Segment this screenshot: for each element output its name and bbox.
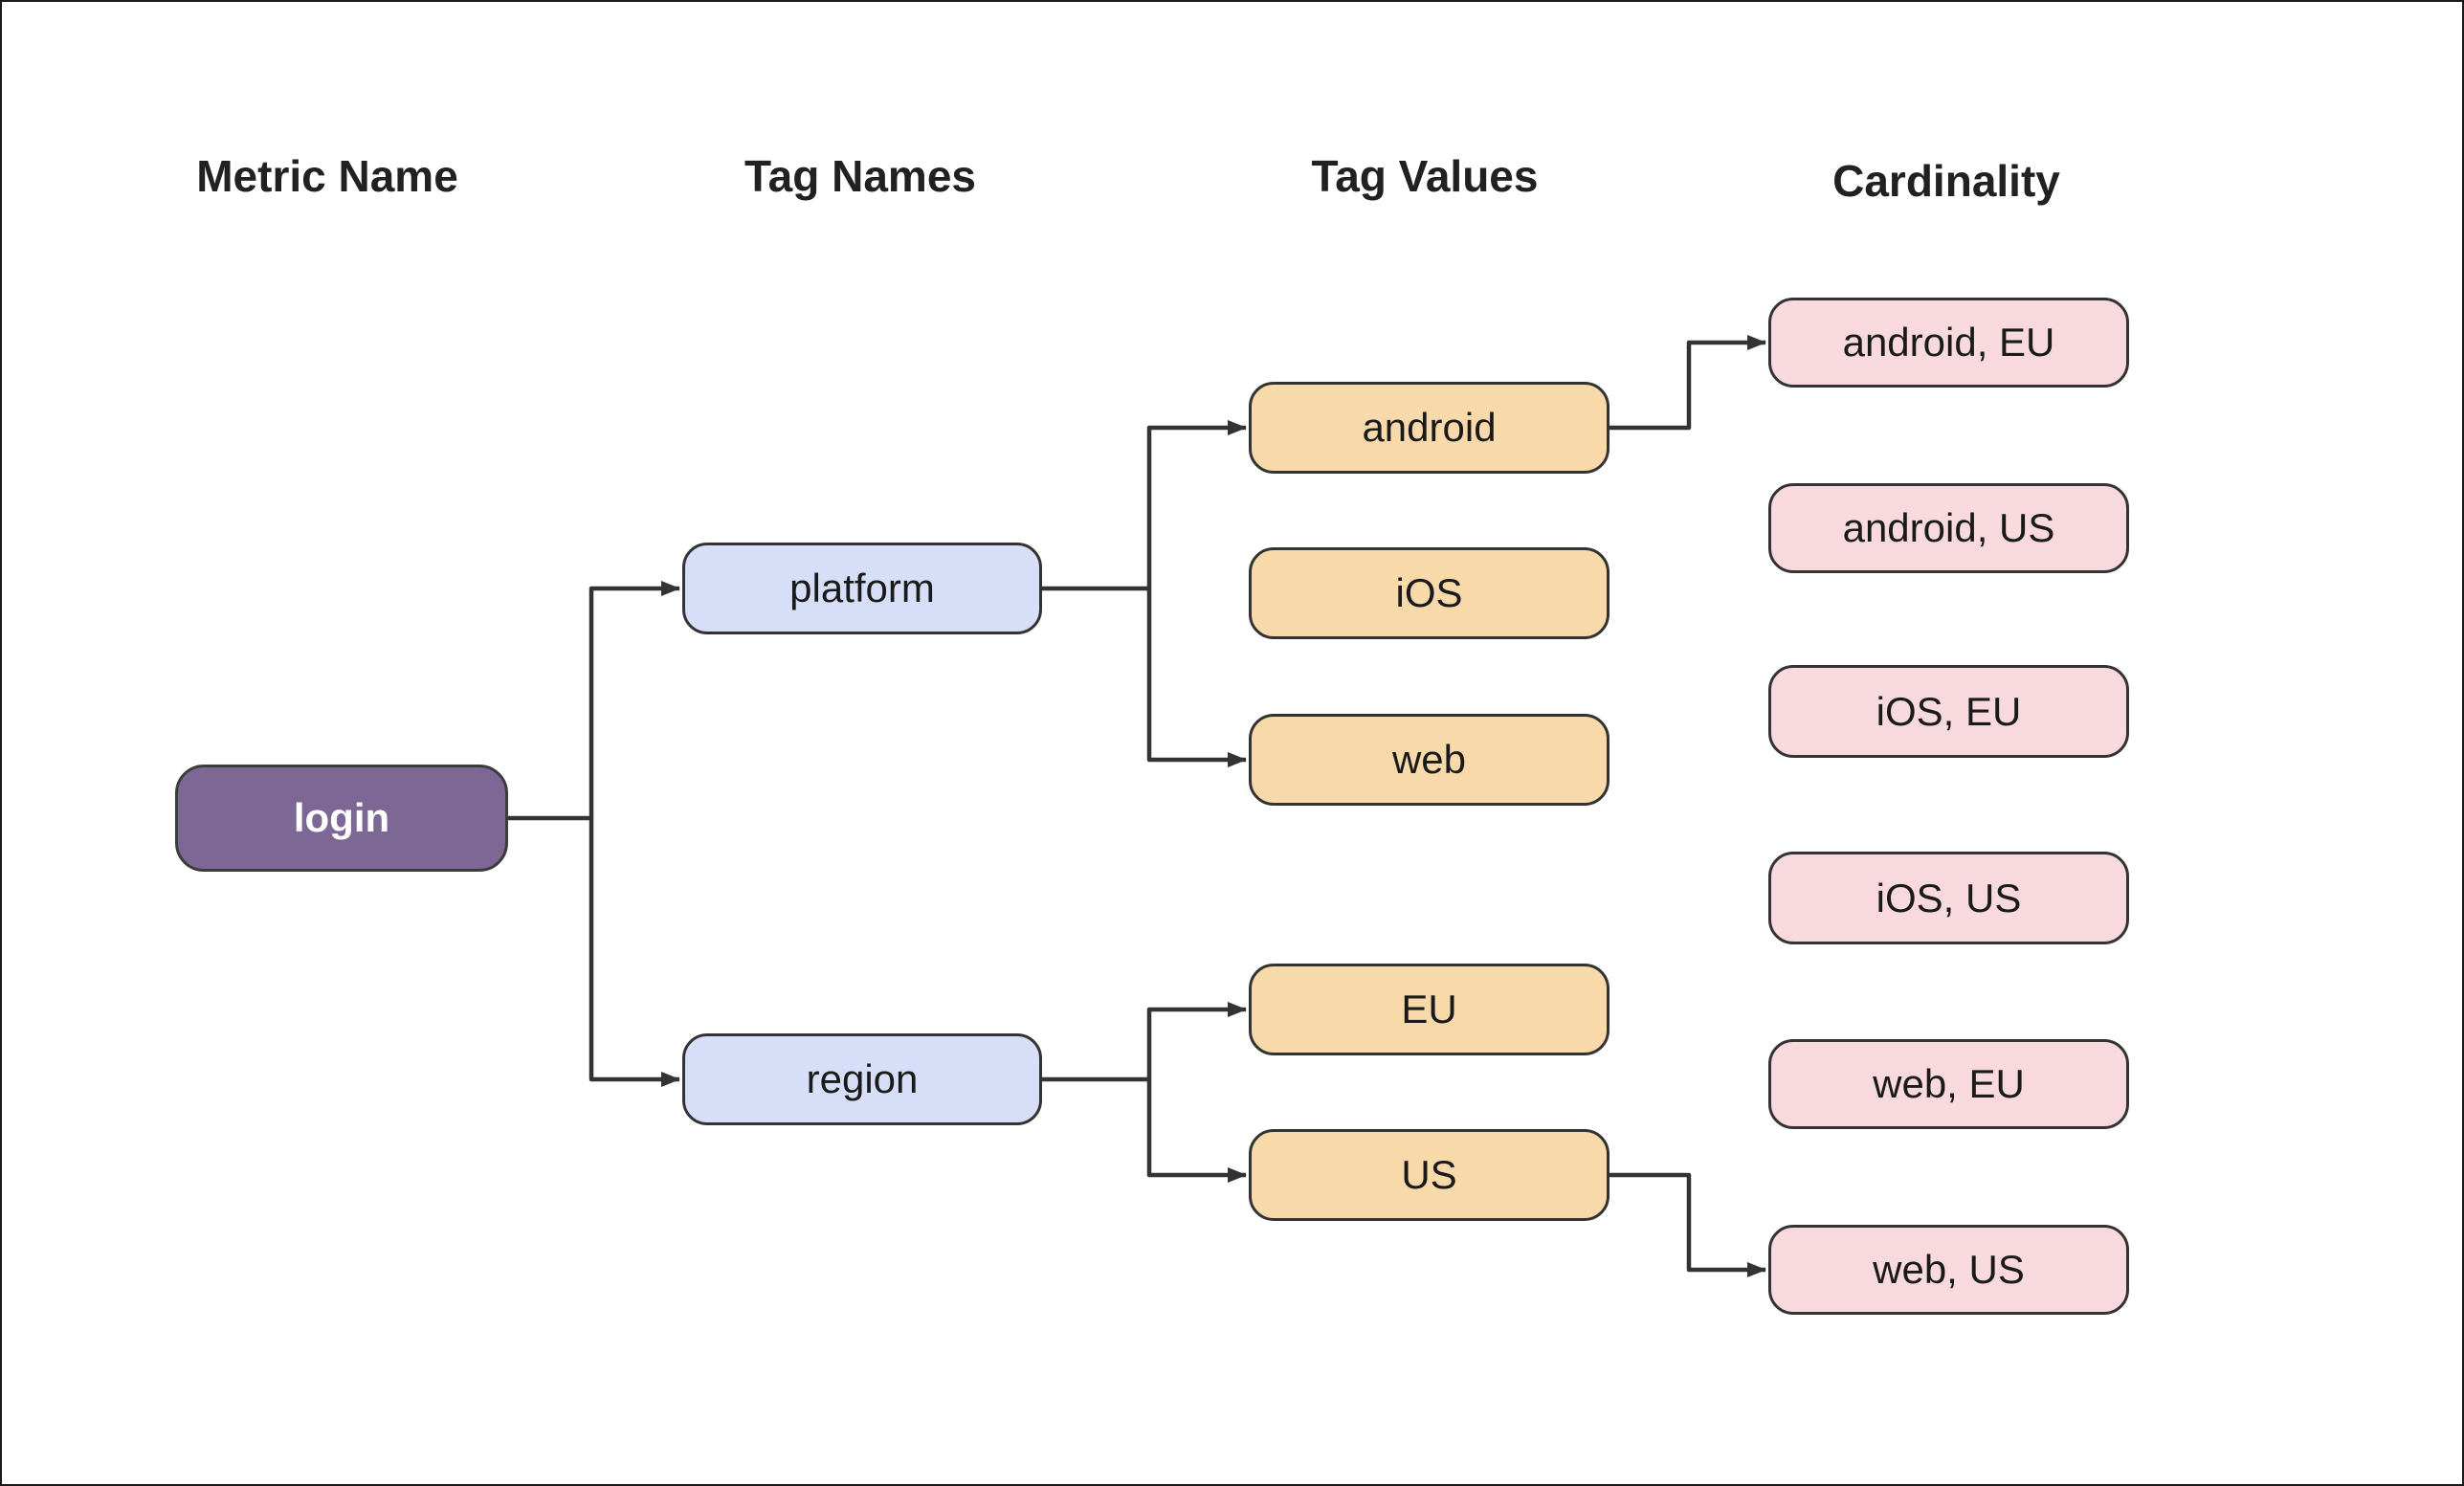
node-android: android: [1249, 382, 1609, 474]
column-header-tag-names: Tag Names: [744, 151, 977, 201]
node-ios-eu: iOS, EU: [1768, 665, 2129, 758]
edge-login-region: [588, 818, 680, 1087]
node-ios-us: iOS, US: [1768, 852, 2129, 944]
node-region: region: [682, 1033, 1042, 1125]
node-platform: platform: [682, 543, 1042, 634]
edge-region-us: [1146, 1079, 1247, 1183]
node-login: login: [175, 765, 508, 872]
node-ios: iOS: [1249, 547, 1609, 639]
edge-login-platform: [508, 581, 680, 821]
node-web-eu: web, EU: [1768, 1039, 2129, 1129]
column-header-tag-values: Tag Values: [1311, 151, 1539, 201]
node-us: US: [1249, 1129, 1609, 1221]
node-web-us: web, US: [1768, 1225, 2129, 1315]
column-header-metric-name: Metric Name: [196, 151, 458, 201]
edge-android-android-eu: [1609, 335, 1766, 431]
column-header-cardinality: Cardinality: [1832, 156, 2060, 206]
node-android-eu: android, EU: [1768, 298, 2129, 388]
edge-platform-android: [1042, 420, 1247, 591]
edge-region-eu: [1042, 1002, 1247, 1082]
node-android-us: android, US: [1768, 483, 2129, 573]
node-eu: EU: [1249, 964, 1609, 1055]
node-web: web: [1249, 714, 1609, 806]
edge-platform-web: [1146, 588, 1247, 767]
edge-us-web-us: [1609, 1172, 1766, 1277]
